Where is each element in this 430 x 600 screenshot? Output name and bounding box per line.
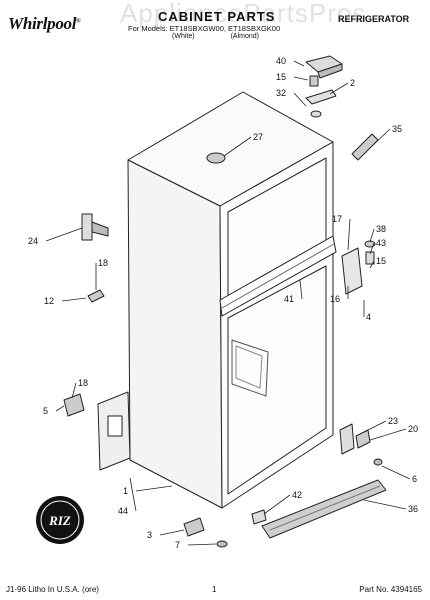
cap-plug-part xyxy=(206,152,226,164)
leader-line xyxy=(369,242,375,255)
model-variants: (White) (Almond) xyxy=(172,33,295,40)
callout-42: 42 xyxy=(292,490,302,500)
leader-line xyxy=(299,279,303,300)
callout-12: 12 xyxy=(44,296,54,306)
callout-2: 2 xyxy=(350,78,355,88)
leader-line xyxy=(369,260,375,269)
leader-line xyxy=(381,465,411,480)
leveling-screw-part xyxy=(373,458,383,466)
callout-36: 36 xyxy=(408,504,418,514)
top-hinge-cover-part xyxy=(305,55,343,79)
callout-43: 43 xyxy=(376,238,386,248)
callout-24: 24 xyxy=(28,236,38,246)
leader-line xyxy=(263,494,291,515)
callout-35: 35 xyxy=(392,124,402,134)
callout-32: 32 xyxy=(276,88,286,98)
callout-15: 15 xyxy=(276,72,286,82)
leader-line xyxy=(347,218,351,251)
leader-line xyxy=(129,477,137,512)
callout-6: 6 xyxy=(412,474,417,484)
clip-part xyxy=(87,289,105,303)
leader-line xyxy=(55,405,65,412)
callout-40: 40 xyxy=(276,56,286,66)
leader-line xyxy=(293,92,307,107)
callout-15: 15 xyxy=(376,256,386,266)
side-access-panel xyxy=(97,391,131,471)
leader-line xyxy=(293,60,305,67)
roller-part xyxy=(183,517,205,537)
leader-line xyxy=(363,420,387,433)
registered-mark-icon: ® xyxy=(76,18,81,25)
brand-name: Whirlpool xyxy=(8,14,77,33)
callout-20: 20 xyxy=(408,424,418,434)
page-title: CABINET PARTS xyxy=(158,9,276,24)
lower-right-bracket-part xyxy=(339,423,371,455)
variant-white: (White) xyxy=(172,33,195,40)
center-hinge-part xyxy=(341,240,376,295)
footer-part-number: Part No. 4394165 xyxy=(359,585,422,594)
leader-line xyxy=(369,428,407,441)
callout-1: 1 xyxy=(123,486,128,496)
grille-clip-part xyxy=(251,509,267,525)
top-hinge-part xyxy=(305,75,337,118)
leader-line xyxy=(223,136,252,157)
toe-grille-part xyxy=(261,479,387,539)
left-bracket-part xyxy=(81,213,109,241)
callout-18: 18 xyxy=(98,258,108,268)
callout-5: 5 xyxy=(43,406,48,416)
brand-logo: Whirlpool® xyxy=(8,14,81,34)
center-divider xyxy=(219,235,337,317)
callout-18: 18 xyxy=(78,378,88,388)
callout-23: 23 xyxy=(388,416,398,426)
callout-41: 41 xyxy=(284,294,294,304)
callout-27: 27 xyxy=(253,132,263,142)
callout-labels: 40 15 2 32 35 27 17 38 43 15 24 18 12 41 16 4 18 5 23 20 6 1 4… xyxy=(28,56,418,550)
leader-line xyxy=(159,529,185,536)
door-stop-part xyxy=(351,133,379,161)
badge-text: RIZ xyxy=(48,513,71,528)
riz-badge: RIZ xyxy=(36,496,84,544)
leader-line xyxy=(45,227,83,242)
callout-16: 16 xyxy=(330,294,340,304)
callout-3: 3 xyxy=(147,530,152,540)
leader-line xyxy=(329,82,349,95)
lower-left-bracket-part xyxy=(63,393,85,417)
leader-line xyxy=(371,128,391,147)
leader-line xyxy=(369,228,375,243)
callout-44: 44 xyxy=(118,506,128,516)
leader-line xyxy=(61,297,87,302)
leader-line xyxy=(135,485,173,492)
leader-line xyxy=(363,499,407,510)
leader-lines xyxy=(45,60,411,546)
footer-litho: J1-96 Litho In U.S.A. (ore) xyxy=(6,585,99,594)
callout-17: 17 xyxy=(332,214,342,224)
model-line: For Models: ET18SBXGW00, ET18SBXGK00 xyxy=(128,24,281,33)
leader-line xyxy=(71,382,77,399)
leader-line xyxy=(293,76,309,81)
callout-7: 7 xyxy=(175,540,180,550)
category-label: REFRIGERATOR xyxy=(338,14,410,24)
cabinet-body xyxy=(127,91,334,509)
screw-part xyxy=(216,540,228,548)
variant-almond: (Almond) xyxy=(230,33,259,40)
footer-page-number: 1 xyxy=(212,585,217,594)
callout-38: 38 xyxy=(376,224,386,234)
leader-line xyxy=(187,543,217,546)
callout-4: 4 xyxy=(366,312,371,322)
